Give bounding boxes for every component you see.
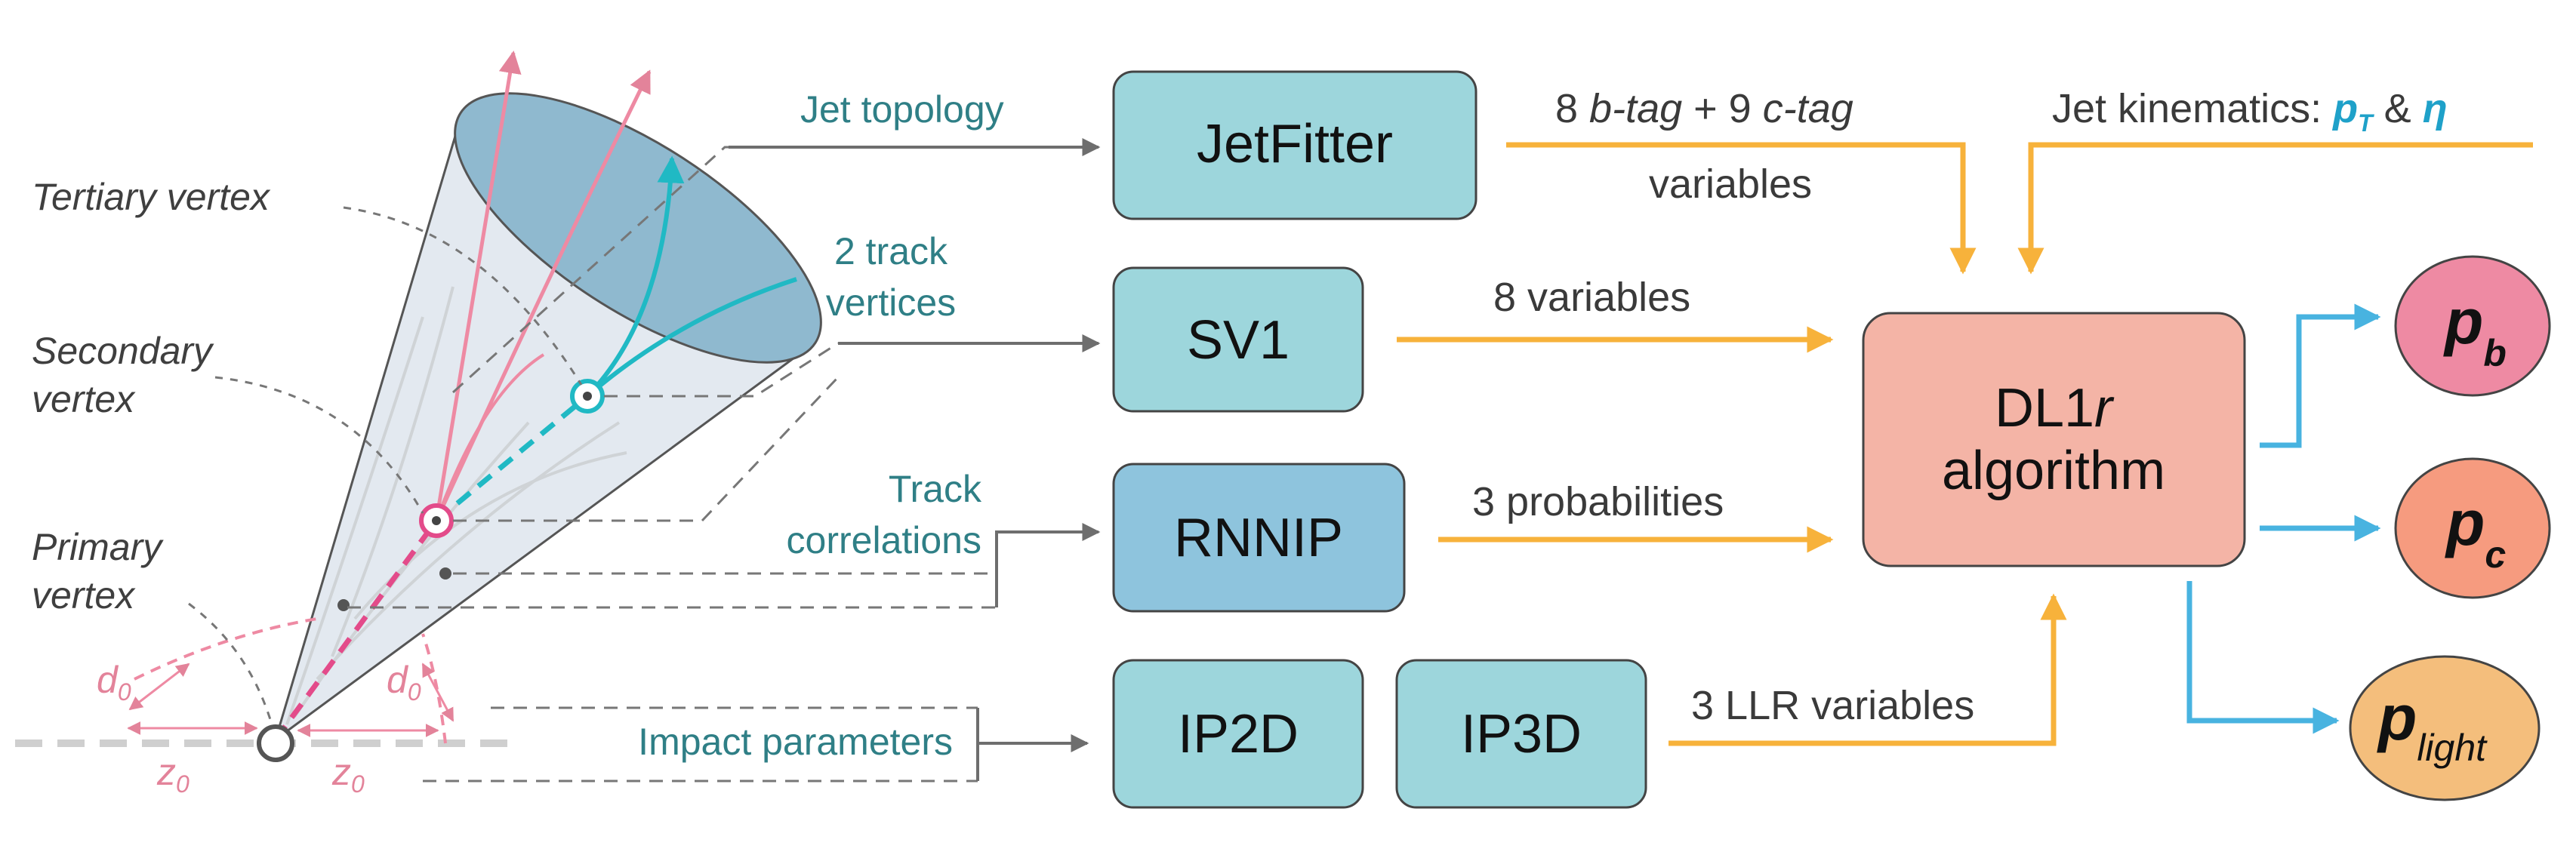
output-flows [2186, 303, 2381, 734]
sv1-label: SV1 [1187, 310, 1290, 371]
plight-node: plight [2349, 655, 2541, 801]
two-track-vertices-line2: vertices [826, 281, 956, 324]
tertiary-vertex-track [585, 155, 685, 398]
output-nodes: pb pc plight [2349, 255, 2551, 801]
algorithm-line2: algorithm [1942, 441, 2165, 501]
tertiary-guide [343, 206, 583, 386]
d0-label-right: d0 [387, 659, 421, 706]
jet-cone-sketch [15, 51, 822, 762]
primary-vertex-marker [257, 724, 294, 762]
pc-label: pc [2445, 487, 2506, 576]
plight-flow [2186, 581, 2340, 734]
track-point [337, 599, 350, 611]
rnnip-box: RNNIP [1112, 463, 1406, 613]
background-track [293, 421, 530, 718]
tertiary-vertex-label: Tertiary vertex [32, 176, 271, 218]
jet-topology-label: Jet topology [800, 88, 1004, 131]
track-correlations-line2: correlations [787, 519, 981, 561]
primary-vertex-label-line2: vertex [32, 574, 136, 616]
d0-arrow-right [421, 663, 454, 722]
track-corr-bracket [995, 523, 1101, 607]
background-track [316, 421, 621, 681]
tagger-boxes: JetFitter SV1 RNNIP IP2D IP3D [1112, 70, 1647, 809]
input-connectors [347, 138, 1101, 783]
secondary-guide [214, 376, 424, 514]
sv1-box: SV1 [1112, 266, 1364, 413]
algorithm-line1: DL1r [1995, 378, 2115, 438]
tertiary-vertex-track [586, 277, 797, 398]
primary-guide [188, 602, 273, 725]
background-track [285, 316, 424, 725]
track-correlations-line1: Track [889, 468, 982, 510]
d0-label-left: d0 [97, 659, 131, 706]
two-track-connector [604, 342, 839, 398]
two-track-vertices-line1: 2 track [834, 230, 948, 272]
plight-label: plight [2377, 682, 2488, 769]
jetfitter-flow [1506, 142, 1977, 275]
sv1-vars-label: 8 variables [1493, 275, 1690, 320]
dl1r-algorithm-box: DL1r algorithm [1862, 312, 2246, 567]
b-hadron-flight [273, 518, 439, 742]
input-labels: Jet topology 2 track vertices Track corr… [638, 88, 1003, 763]
primary-vertex-label-line1: Primary [32, 526, 164, 568]
pb-flow [2260, 303, 2381, 448]
jetfitter-vars-line2: variables [1649, 161, 1812, 207]
impact-parameters-label: Impact parameters [638, 721, 953, 763]
pc-node: pc [2394, 457, 2551, 599]
pb-label: pb [2443, 286, 2507, 374]
vertex-labels: Tertiary vertex Secondary vertex Primary… [32, 176, 421, 798]
ip3d-box: IP3D [1395, 659, 1647, 809]
jetfitter-label: JetFitter [1197, 114, 1393, 174]
c-hadron-flight [434, 394, 590, 523]
secondary-vertex-track [435, 353, 545, 521]
secondary-vertex-label-line1: Secondary [32, 330, 214, 372]
secondary-vertex-label-line2: vertex [32, 378, 136, 420]
secondary-vertex-track [434, 51, 522, 521]
jetfitter-vars-label: 8 b-tag + 9 c-tag [1555, 86, 1853, 131]
llr-flow [1669, 593, 2067, 746]
secondary-vertex-dot [432, 516, 441, 525]
flow-labels: 8 b-tag + 9 c-tag variables Jet kinemati… [1472, 86, 2448, 728]
track-point [439, 567, 451, 580]
background-track [353, 451, 627, 620]
background-track [331, 286, 454, 657]
track-corr-connector-1 [453, 376, 840, 522]
ip2d-box: IP2D [1112, 659, 1364, 809]
z0-label-left: z0 [156, 751, 190, 798]
jetfitter-box: JetFitter [1112, 70, 1478, 220]
d0-arrow-left [128, 663, 190, 711]
d0-track-left [134, 617, 318, 681]
d0-track-right [421, 633, 447, 744]
feature-flows [1397, 142, 2533, 746]
ip2d-label: IP2D [1178, 704, 1299, 764]
pb-node: pb [2394, 255, 2551, 397]
rnnip-vars-label: 3 probabilities [1472, 479, 1724, 524]
kinematics-label: Jet kinematics: pT & η [2052, 86, 2448, 137]
z0-label-right: z0 [331, 751, 365, 798]
ip3d-label: IP3D [1461, 704, 1582, 764]
kinematics-flow [2017, 142, 2533, 275]
llr-vars-label: 3 LLR variables [1691, 683, 1974, 728]
tertiary-vertex-dot [583, 392, 592, 401]
secondary-vertex-track [434, 69, 652, 522]
rnnip-label: RNNIP [1174, 508, 1343, 568]
